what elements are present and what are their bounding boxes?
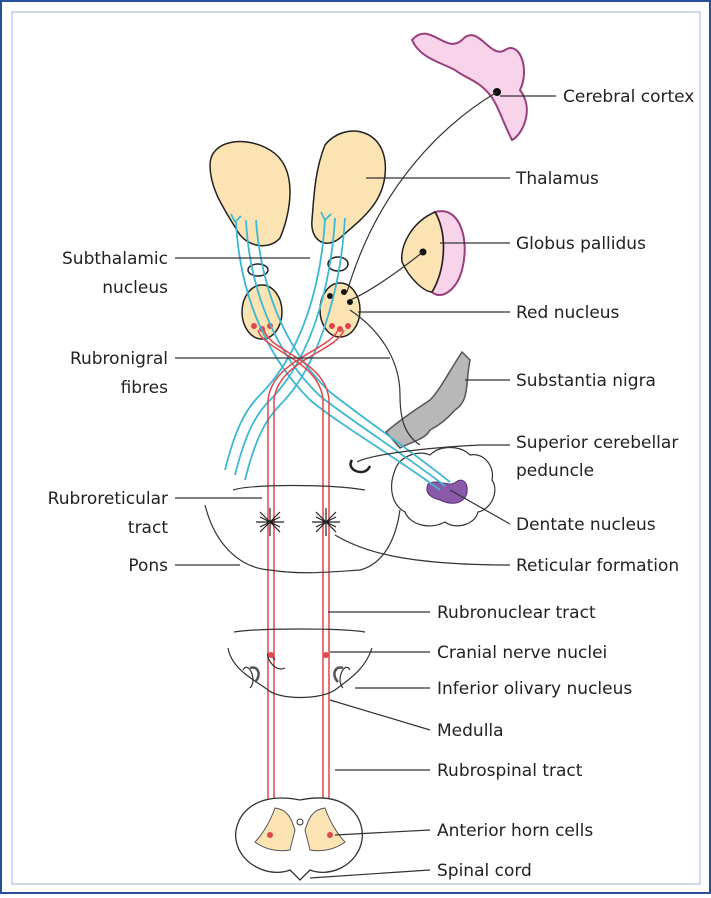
label-thalamus: Thalamus	[515, 169, 599, 189]
label-rubroreticular-line1: Rubroreticular	[48, 489, 168, 509]
right-thalamus-shape	[312, 131, 386, 243]
label-subthalamic-line2: nucleus	[102, 278, 168, 298]
label-anterior-horn-cells: Anterior horn cells	[437, 821, 593, 841]
label-pons: Pons	[128, 556, 168, 576]
label-rubronuclear-tract: Rubronuclear tract	[437, 603, 596, 623]
label-substantia-nigra: Substantia nigra	[516, 371, 656, 391]
label-red-nucleus: Red nucleus	[516, 303, 620, 323]
label-rubroreticular-line2: tract	[128, 518, 168, 538]
substantia-nigra-shape	[386, 352, 470, 448]
peduncle-marker	[351, 460, 370, 472]
label-cerebral-cortex: Cerebral cortex	[563, 87, 694, 107]
globus-pallidus-shape	[402, 211, 465, 295]
label-dentate-nucleus: Dentate nucleus	[516, 515, 656, 535]
label-subthalamic-line1: Subthalamic	[62, 249, 168, 269]
cerebral-cortex-shape	[412, 34, 527, 140]
label-spinal-cord: Spinal cord	[437, 861, 532, 881]
spinal-cord-shape	[236, 798, 363, 880]
label-superior-cerebellar-line2: peduncle	[516, 461, 594, 481]
label-reticular-formation: Reticular formation	[516, 556, 679, 576]
label-cranial-nerve-nuclei: Cranial nerve nuclei	[437, 643, 607, 663]
label-inferior-olivary-nucleus: Inferior olivary nucleus	[437, 679, 632, 699]
cranial-nerve-nuclei-cells	[268, 652, 329, 658]
label-rubrospinal-tract: Rubrospinal tract	[437, 761, 583, 781]
label-medulla: Medulla	[437, 721, 504, 741]
label-rubronigral-line2: fibres	[121, 378, 169, 398]
left-thalamus-shape	[210, 142, 290, 246]
label-superior-cerebellar-line1: Superior cerebellar	[516, 433, 678, 453]
medulla-outline	[228, 629, 372, 698]
label-globus-pallidus: Globus pallidus	[516, 234, 646, 254]
label-rubronigral-line1: Rubronigral	[70, 349, 168, 369]
